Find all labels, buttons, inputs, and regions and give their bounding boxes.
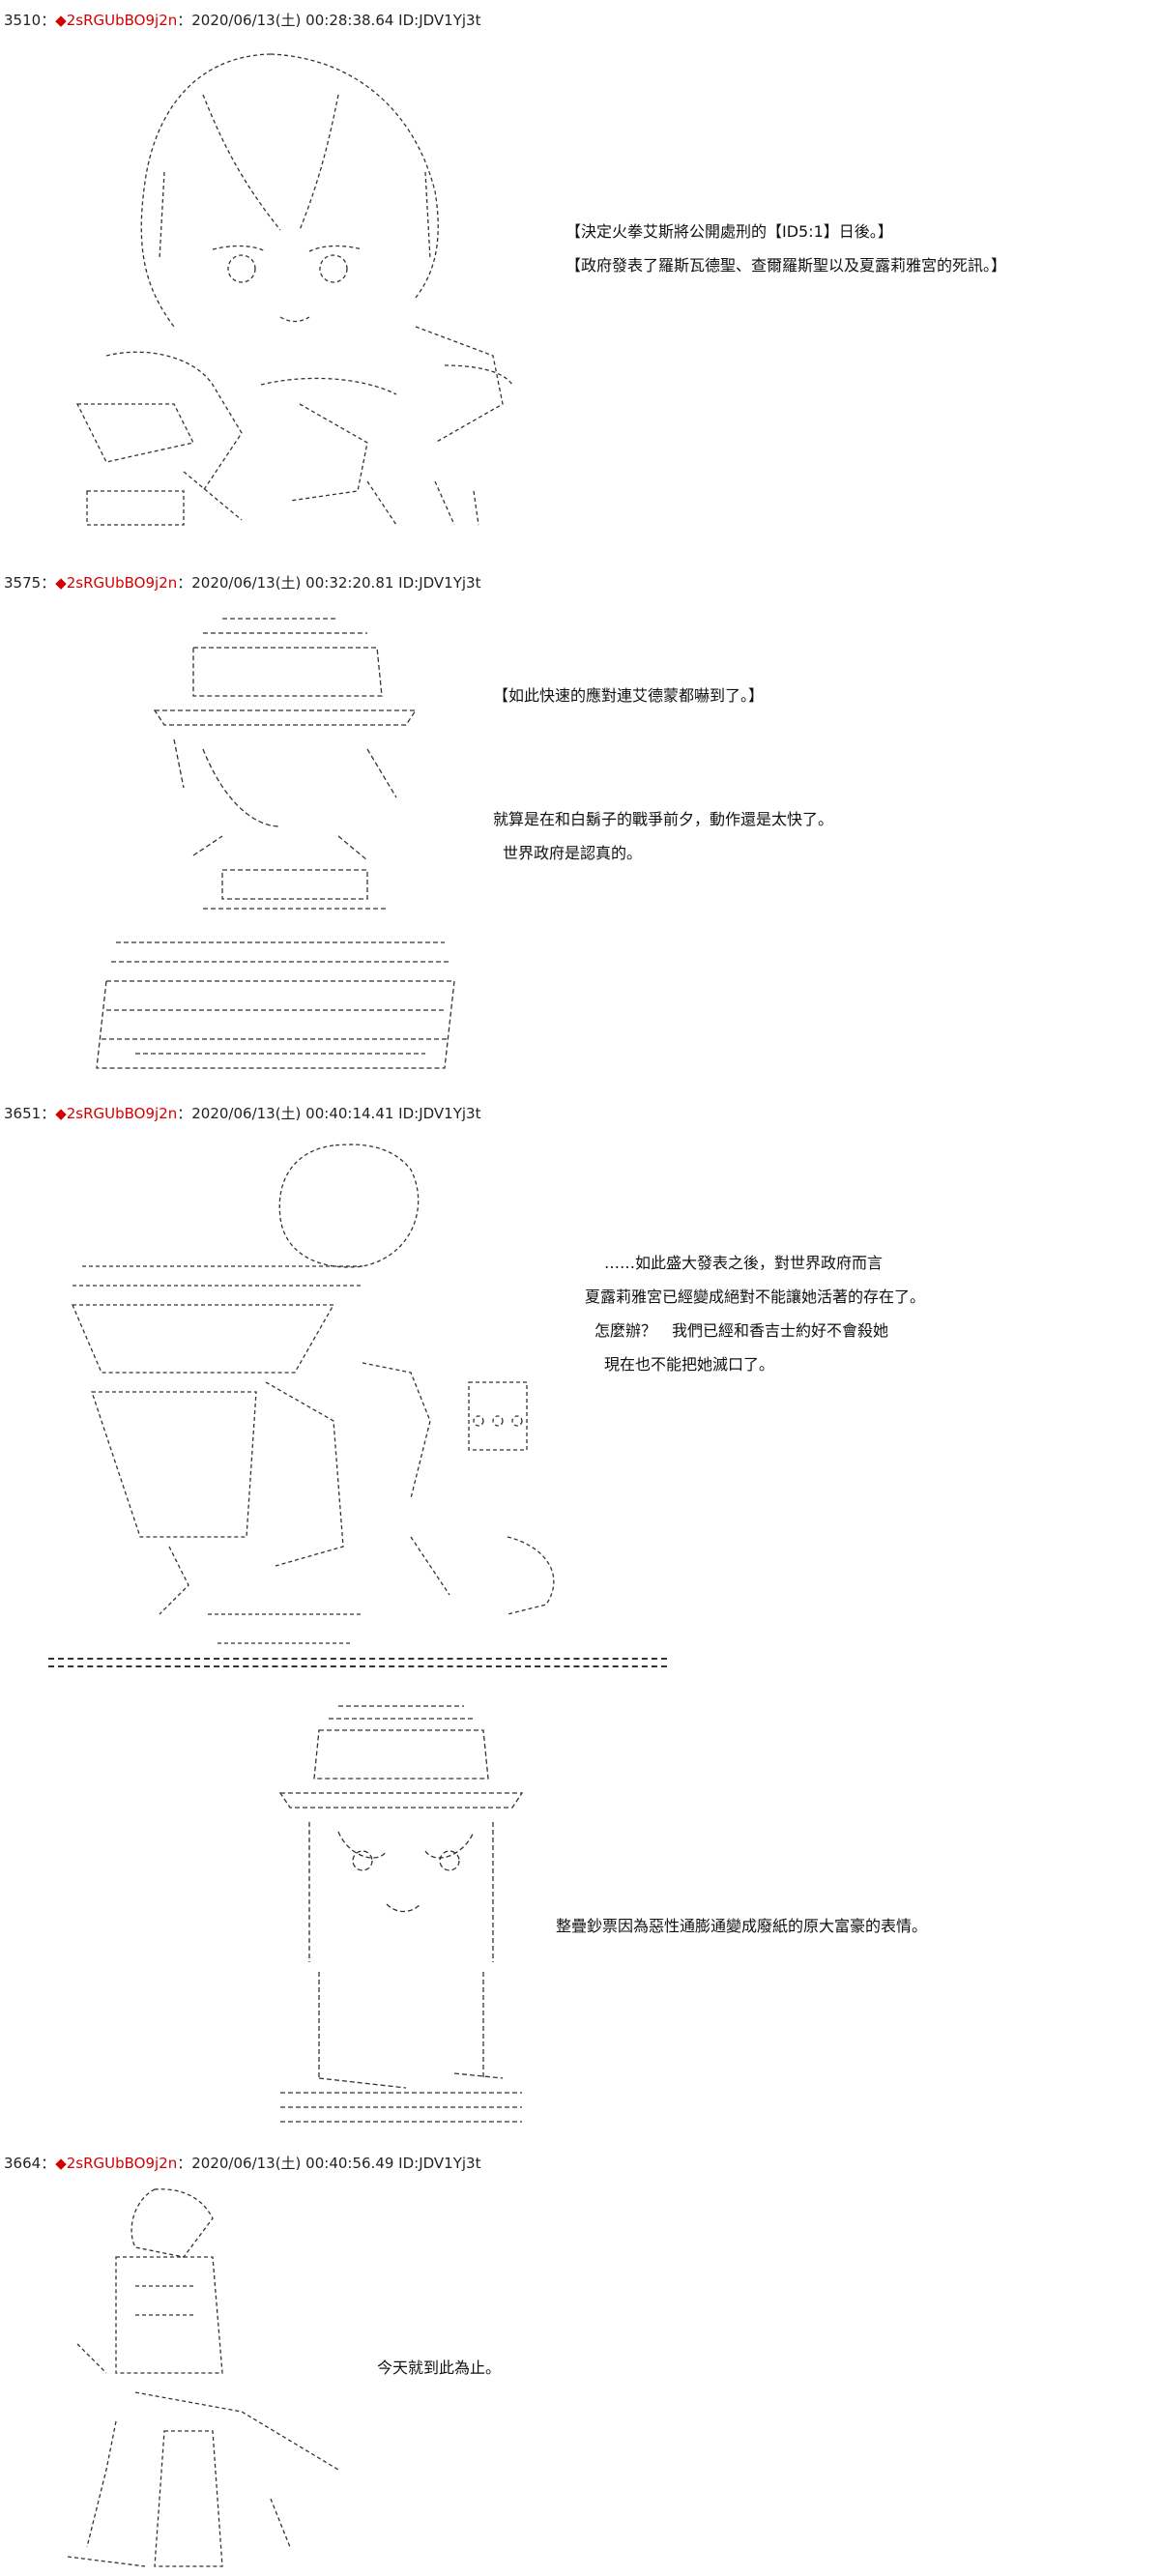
post-datetime-id: ：2020/06/13(土) 00:32:20.81 ID:JDV1Yj3t — [177, 574, 481, 592]
dialog-line: 現在也不能把她滅口了。 — [604, 1355, 775, 1374]
dialog-line: 夏露莉雅宮已經變成絕對不能讓她活著的存在了。 — [585, 1288, 926, 1306]
table-edge-line — [48, 1665, 667, 1667]
post-number[interactable]: 3664 — [4, 2155, 42, 2172]
poster-tripcode: 2sRGUbBO9j2n — [66, 2155, 178, 2172]
dialog-line: 今天就到此為止。 — [377, 2359, 502, 2377]
ascii-art-character-drinking — [48, 37, 532, 539]
post-header: 3575：◆2sRGUbBO9j2n：2020/06/13(土) 00:32:2… — [4, 572, 480, 593]
diamond-icon: ◆ — [55, 1105, 67, 1122]
separator: ： — [41, 12, 56, 29]
post-datetime-id: ：2020/06/13(土) 00:28:38.64 ID:JDV1Yj3t — [177, 12, 481, 29]
post-header: 3651：◆2sRGUbBO9j2n：2020/06/13(土) 00:40:1… — [4, 1103, 480, 1123]
dialog-line: 【如此快速的應對連艾德蒙都嚇到了。】 — [493, 686, 765, 705]
poster-tripcode: 2sRGUbBO9j2n — [66, 574, 178, 592]
dialog-line: 世界政府是認真的。 — [503, 844, 643, 862]
post-3651: 3651：◆2sRGUbBO9j2n：2020/06/13(土) 00:40:1… — [0, 1087, 1160, 2151]
post-datetime-id: ：2020/06/13(土) 00:40:56.49 ID:JDV1Yj3t — [177, 2155, 481, 2172]
post-number[interactable]: 3510 — [4, 12, 42, 29]
diamond-icon: ◆ — [55, 574, 67, 592]
ascii-art-character-at-table — [44, 1131, 604, 1663]
diamond-icon: ◆ — [55, 2155, 67, 2172]
post-header: 3664：◆2sRGUbBO9j2n：2020/06/13(土) 00:40:5… — [4, 2153, 480, 2173]
post-3664: 3664：◆2sRGUbBO9j2n：2020/06/13(土) 00:40:5… — [0, 2151, 1160, 2576]
ascii-art-character-standing — [48, 2180, 358, 2571]
separator: ： — [41, 1105, 56, 1122]
separator: ： — [41, 2155, 56, 2172]
table-edge-line — [48, 1658, 667, 1660]
post-number[interactable]: 3575 — [4, 574, 42, 592]
poster-tripcode: 2sRGUbBO9j2n — [66, 12, 178, 29]
post-header: 3510：◆2sRGUbBO9j2n：2020/06/13(土) 00:28:3… — [4, 10, 480, 30]
ascii-art-character-hat-reading — [58, 604, 464, 1087]
dialog-line: ……如此盛大發表之後，對世界政府而言 — [604, 1254, 884, 1272]
ascii-art-character-hat-crying — [261, 1692, 541, 2136]
dialog-line: 【政府發表了羅斯瓦德聖、查爾羅斯聖以及夏露莉雅宮的死訊。】 — [566, 256, 1007, 275]
dialog-line: 怎麼辦？ 我們已經和香吉士約好不會殺她 — [594, 1321, 889, 1340]
dialog-line: 就算是在和白鬍子的戰爭前夕，動作還是太快了。 — [493, 810, 834, 828]
post-datetime-id: ：2020/06/13(土) 00:40:14.41 ID:JDV1Yj3t — [177, 1105, 481, 1122]
dialog-line: 【決定火拳艾斯將公開處刑的【ID5:1】日後。】 — [566, 222, 893, 241]
post-number[interactable]: 3651 — [4, 1105, 42, 1122]
dialog-line: 整疊鈔票因為惡性通膨通變成廢紙的原大富豪的表情。 — [556, 1917, 928, 1935]
diamond-icon: ◆ — [55, 12, 67, 29]
post-3510: 3510：◆2sRGUbBO9j2n：2020/06/13(土) 00:28:3… — [0, 0, 1160, 551]
post-3575: 3575：◆2sRGUbBO9j2n：2020/06/13(土) 00:32:2… — [0, 561, 1160, 1102]
separator: ： — [41, 574, 56, 592]
poster-tripcode: 2sRGUbBO9j2n — [66, 1105, 178, 1122]
